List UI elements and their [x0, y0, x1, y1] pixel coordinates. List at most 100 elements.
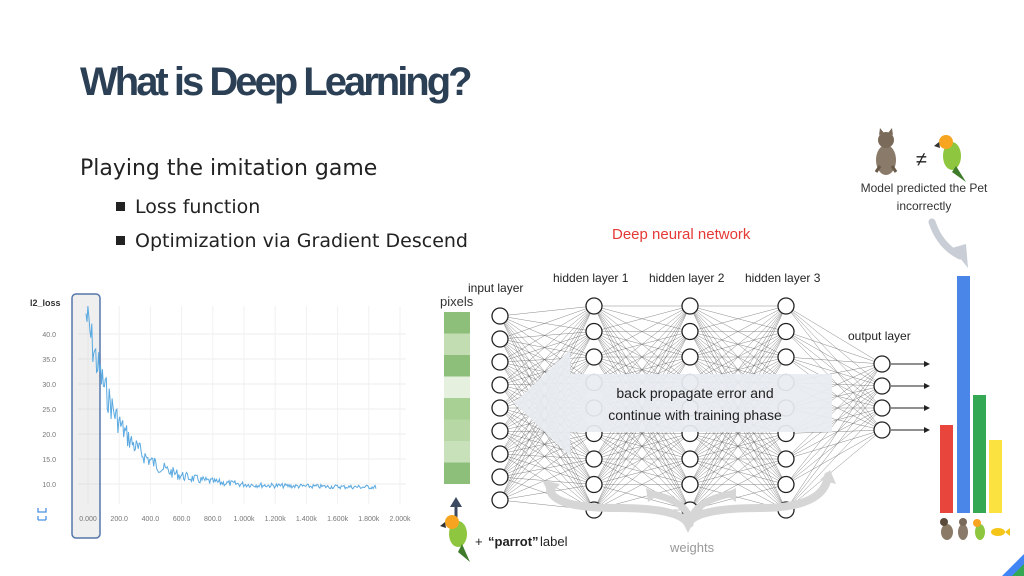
x-tick-label: 400.0: [142, 516, 160, 523]
neuron: [491, 491, 509, 509]
edge: [785, 331, 883, 431]
parrot-icon: [973, 519, 985, 540]
edge: [499, 476, 595, 485]
bar-fish: [989, 440, 1002, 513]
neuron: [491, 399, 509, 417]
edge: [593, 305, 691, 383]
edge: [499, 356, 595, 386]
neuron: [777, 348, 795, 366]
pixel-cell: [444, 398, 470, 420]
pixels-label: pixels: [440, 294, 474, 309]
x-tick-label: 1.200k: [265, 516, 287, 523]
edge: [499, 305, 595, 340]
x-tick-label: 600.0: [173, 516, 191, 523]
bar-dog: [940, 425, 953, 513]
neuron: [491, 376, 509, 394]
edge: [499, 361, 595, 511]
backprop-text-line1: back propagate error and: [616, 385, 773, 401]
neuron: [491, 468, 509, 486]
x-tick-label: 1.600k: [327, 516, 349, 523]
edge: [593, 433, 691, 511]
subtitle: Playing the imitation game: [80, 156, 378, 181]
y-tick-label: 25.0: [42, 407, 56, 414]
edge: [785, 429, 883, 460]
edge: [785, 429, 883, 511]
neural-network-diagram: Deep neural network input layer hidden l…: [440, 226, 930, 562]
edge: [499, 458, 595, 478]
edge: [499, 433, 595, 478]
pixel-cell: [444, 441, 470, 463]
edge: [785, 363, 883, 511]
neuron: [873, 355, 891, 373]
plus-sign: +: [475, 534, 483, 549]
neuron: [585, 450, 603, 468]
edge: [785, 385, 883, 485]
edge: [785, 385, 883, 511]
arrow-head-icon: [924, 405, 930, 411]
y-tick-label: 15.0: [42, 457, 56, 464]
y-tick-label: 40.0: [42, 332, 56, 339]
up-arrow-icon: [450, 497, 462, 519]
edge: [785, 407, 883, 460]
x-tick-label: 1.800k: [358, 516, 380, 523]
fish-icon: [991, 528, 1010, 536]
parrot-icon: [440, 515, 470, 562]
bullet-square-icon: [116, 236, 125, 245]
loss-chart: l2_loss 40.035.030.025.020.015.010.0 0.0…: [28, 292, 412, 542]
edge: [785, 429, 883, 485]
edge: [785, 429, 883, 434]
hidden-layer-2-label: hidden layer 2: [649, 271, 725, 285]
backprop-arrow: back propagate error and continue with t…: [514, 350, 832, 456]
x-tick-label: 2.000k: [389, 516, 411, 523]
edge: [499, 305, 595, 363]
edge: [499, 430, 595, 485]
edge: [499, 315, 595, 332]
edge: [785, 305, 883, 387]
bullet-loss-function: Loss function: [116, 196, 260, 218]
cat-icon: [958, 518, 968, 540]
neuron: [873, 399, 891, 417]
prediction-panel: ≠ Model predicted the Pet incorrectly: [861, 128, 1024, 576]
edge: [785, 363, 883, 485]
edge: [785, 407, 883, 485]
edge: [499, 315, 595, 358]
class-icons: [940, 518, 1010, 540]
edge: [499, 407, 595, 485]
edge: [499, 305, 595, 386]
neuron: [585, 348, 603, 366]
y-tick-label: 10.0: [42, 482, 56, 489]
prediction-text-line1: Model predicted the Pet: [861, 181, 988, 195]
edge: [785, 331, 883, 387]
edge: [785, 356, 883, 365]
edge: [499, 356, 595, 363]
neuron: [491, 445, 509, 463]
x-tick-label: 200.0: [110, 516, 128, 523]
bullet-text: Optimization via Gradient Descend: [135, 230, 468, 252]
neuron: [585, 475, 603, 494]
edge: [785, 331, 883, 409]
edge: [689, 305, 787, 332]
cat-icon: [874, 128, 898, 175]
loss-series-label: l2_loss: [30, 298, 61, 308]
parrot-word: “parrot”: [488, 534, 539, 549]
label-word: label: [540, 534, 568, 549]
loss-highlight-box: [71, 293, 101, 539]
expand-icon[interactable]: [37, 508, 47, 521]
input-layer-label: input layer: [468, 281, 523, 295]
neuron: [777, 297, 795, 315]
prediction-arrow: [928, 218, 968, 268]
edge: [499, 305, 595, 409]
edge: [499, 305, 595, 432]
edge: [785, 331, 883, 365]
bar-cat: [957, 276, 970, 513]
neuron: [777, 322, 795, 341]
page-title: What is Deep Learning?: [80, 60, 473, 104]
neuron: [585, 322, 603, 341]
parrot-icon: [934, 135, 966, 182]
edge: [499, 331, 595, 340]
pixel-cell: [444, 312, 470, 334]
edge: [593, 458, 691, 511]
neuron: [491, 422, 509, 440]
arrow-head-icon: [924, 361, 930, 367]
edge: [499, 305, 595, 317]
